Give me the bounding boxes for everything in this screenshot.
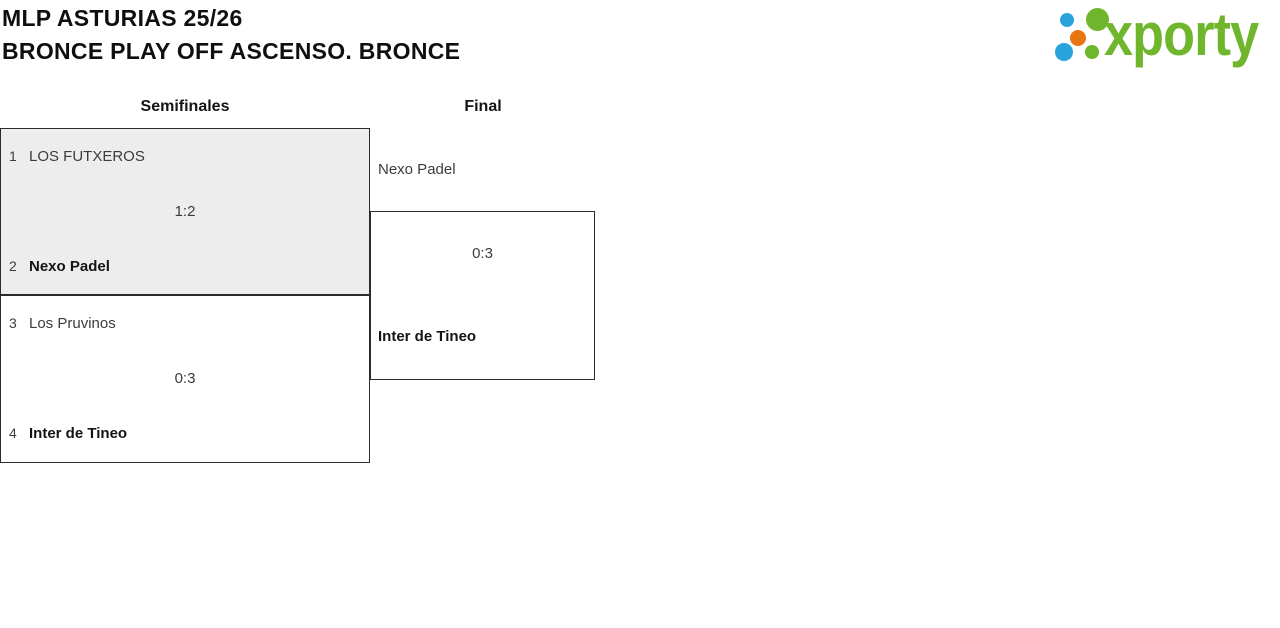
match-score: 0:3 bbox=[174, 370, 196, 388]
team-row: 2 Nexo Padel bbox=[1, 258, 369, 276]
logo-dot-icon bbox=[1085, 45, 1099, 59]
logo-dot-icon bbox=[1054, 42, 1074, 62]
match-semifinal-1[interactable]: 1 LOS FUTXEROS 1:2 2 Nexo Padel bbox=[0, 128, 370, 295]
team-name: Los Pruvinos bbox=[29, 314, 116, 332]
page-title: MLP ASTURIAS 25/26 BRONCE PLAY OFF ASCEN… bbox=[2, 2, 460, 68]
xporty-logo[interactable]: xporty bbox=[1048, 0, 1280, 75]
logo-dot-icon bbox=[1069, 29, 1087, 47]
final-team-name-winner: Inter de Tineo bbox=[378, 328, 477, 345]
match-semifinal-2[interactable]: 3 Los Pruvinos 0:3 4 Inter de Tineo bbox=[0, 295, 370, 463]
team-seed: 3 bbox=[9, 314, 17, 331]
round-label-final: Final bbox=[464, 98, 502, 115]
team-row: 3 Los Pruvinos bbox=[1, 315, 369, 333]
round-label-semifinales: Semifinales bbox=[140, 98, 230, 115]
title-line-competition: MLP ASTURIAS 25/26 bbox=[2, 5, 243, 31]
team-row: 1 LOS FUTXEROS bbox=[1, 148, 369, 166]
title-line-phase: BRONCE PLAY OFF ASCENSO. BRONCE bbox=[2, 38, 461, 64]
team-row: 4 Inter de Tineo bbox=[1, 425, 369, 443]
team-seed: 1 bbox=[9, 147, 17, 164]
logo-dot-icon bbox=[1060, 13, 1074, 27]
match-final-box[interactable] bbox=[370, 211, 595, 380]
team-name-winner: Inter de Tineo bbox=[29, 425, 128, 443]
logo-wordmark: xporty bbox=[1104, 1, 1259, 68]
final-match-score: 0:3 bbox=[472, 245, 493, 262]
team-seed: 4 bbox=[9, 425, 17, 442]
team-name: LOS FUTXEROS bbox=[29, 147, 145, 165]
team-name-winner: Nexo Padel bbox=[29, 257, 110, 275]
team-seed: 2 bbox=[9, 257, 17, 274]
match-score: 1:2 bbox=[174, 203, 196, 220]
final-team-name: Nexo Padel bbox=[378, 161, 456, 178]
logo-dot-icon bbox=[1085, 7, 1109, 31]
